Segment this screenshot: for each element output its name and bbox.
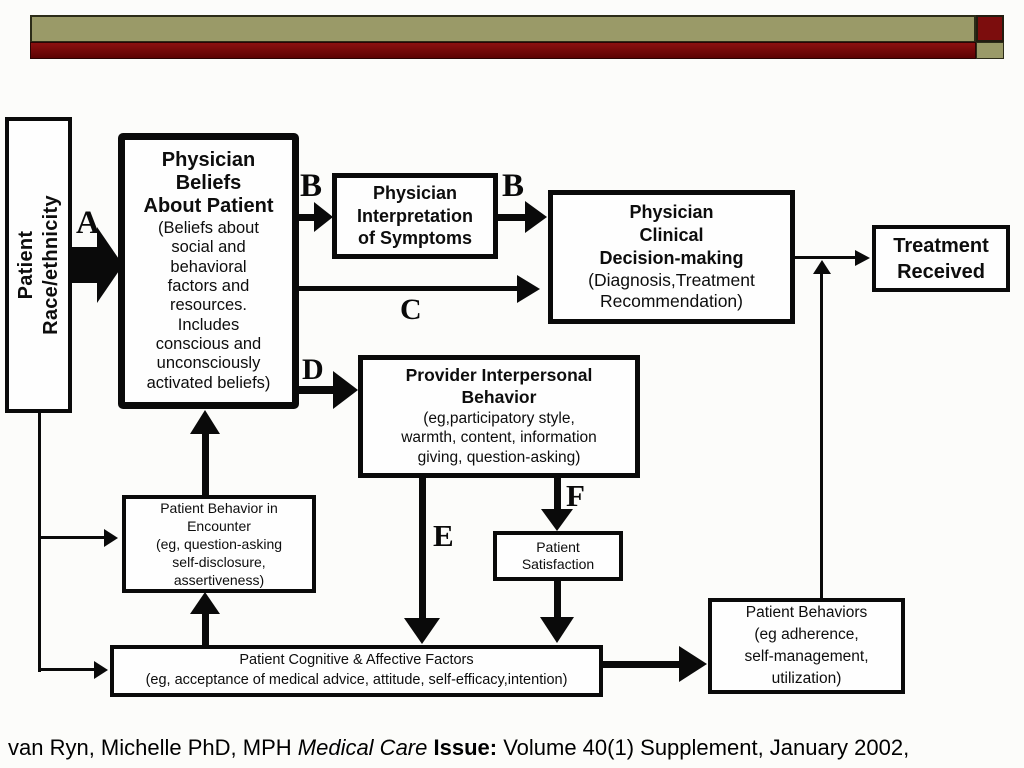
physician-beliefs-title: Physician Beliefs About Patient [143,149,274,218]
arrow-b1-head-icon [314,202,333,232]
provider-behavior-title: Provider Interpersonal Behavior [405,364,593,407]
physician-beliefs-subtitle: (Beliefs about social and behavioral fac… [146,219,271,392]
path-label-a: A [76,205,100,241]
line-race-to-cognitive-head-icon [94,661,108,679]
arrow-clinical-to-treatment-head-icon [855,250,870,266]
citation: van Ryn, Michelle PhD, MPH Medical Care … [8,735,909,761]
line-behaviors-to-treatment-head-icon [813,260,831,274]
arrow-a-head-icon [97,227,123,303]
arrow-cognitive-to-encounter [202,611,209,645]
arrow-encounter-to-beliefs-head-icon [190,410,220,434]
path-label-f: F [566,478,585,513]
arrow-satisfaction-to-cognitive-head-icon [540,617,574,643]
line-race-to-cognitive [40,668,96,671]
box-patient-cognitive-affective-factors: Patient Cognitive & Affective Factors (e… [110,645,603,697]
citation-issue-value: Volume 40(1) Supplement, January 2002, [503,735,910,760]
patient-race-label: Patient Race/ethnicity [14,195,62,335]
line-race-to-encounter [40,536,106,539]
arrow-cognitive-to-behaviors-head-icon [679,646,707,682]
arrow-b2-head-icon [525,201,547,233]
header-corner-olive-square [976,42,1004,59]
clinical-decision-subtitle: (Diagnosis,Treatment Recommendation) [588,269,755,312]
arrow-d-beliefs-to-provider [298,386,336,394]
arrow-c-head-icon [517,275,540,303]
box-patient-behavior-in-encounter: Patient Behavior in Encounter (eg, quest… [122,495,316,593]
box-provider-interpersonal-behavior: Provider Interpersonal Behavior (eg,part… [358,355,640,478]
path-label-b2: B [502,168,525,204]
header-bar-red [30,42,976,59]
arrow-clinical-to-treatment [795,256,857,259]
citation-authors: van Ryn, Michelle PhD, MPH [8,735,298,760]
path-label-d: D [302,353,324,386]
arrow-f-provider-to-satisfaction [554,477,561,511]
box-physician-clinical-decision: Physician Clinical Decision-making (Diag… [548,190,795,324]
arrow-b-interpretation-to-clinical [498,214,528,221]
box-physician-interpretation: Physician Interpretation of Symptoms [332,173,498,259]
provider-behavior-subtitle: (eg,participatory style, warmth, content… [401,409,597,467]
box-physician-beliefs: Physician Beliefs About Patient (Beliefs… [118,133,299,409]
path-label-b1: B [300,168,323,204]
arrow-f-head-icon [541,509,573,531]
box-patient-satisfaction: Patient Satisfaction [493,531,623,581]
arrow-cognitive-to-behaviors [603,661,683,668]
citation-issue-label: Issue: [427,735,504,760]
arrow-encounter-to-beliefs [202,430,209,496]
header-bar-olive [30,15,976,42]
box-treatment-received: Treatment Received [872,225,1010,292]
line-behaviors-to-treatment [820,273,823,598]
path-label-e: E [433,518,454,553]
arrow-satisfaction-to-cognitive [554,580,561,619]
arrow-cognitive-to-encounter-head-icon [190,592,220,614]
arrow-c-beliefs-to-clinical [298,286,520,291]
arrow-e-provider-to-cognitive [419,477,426,620]
citation-journal: Medical Care [297,735,428,760]
box-patient-behaviors: Patient Behaviors (eg adherence, self-ma… [708,598,905,694]
arrow-d-head-icon [333,371,358,409]
clinical-decision-title: Physician Clinical Decision-making [599,202,744,269]
arrow-a-race-to-beliefs [72,247,100,283]
line-race-vertical [38,412,41,672]
path-label-c: C [400,293,422,326]
box-patient-race-ethnicity: Patient Race/ethnicity [5,117,72,413]
line-race-to-encounter-head-icon [104,529,118,547]
arrow-b-beliefs-to-interpretation [298,214,318,221]
arrow-e-head-icon [404,618,440,644]
header-corner-red-square [976,15,1004,42]
